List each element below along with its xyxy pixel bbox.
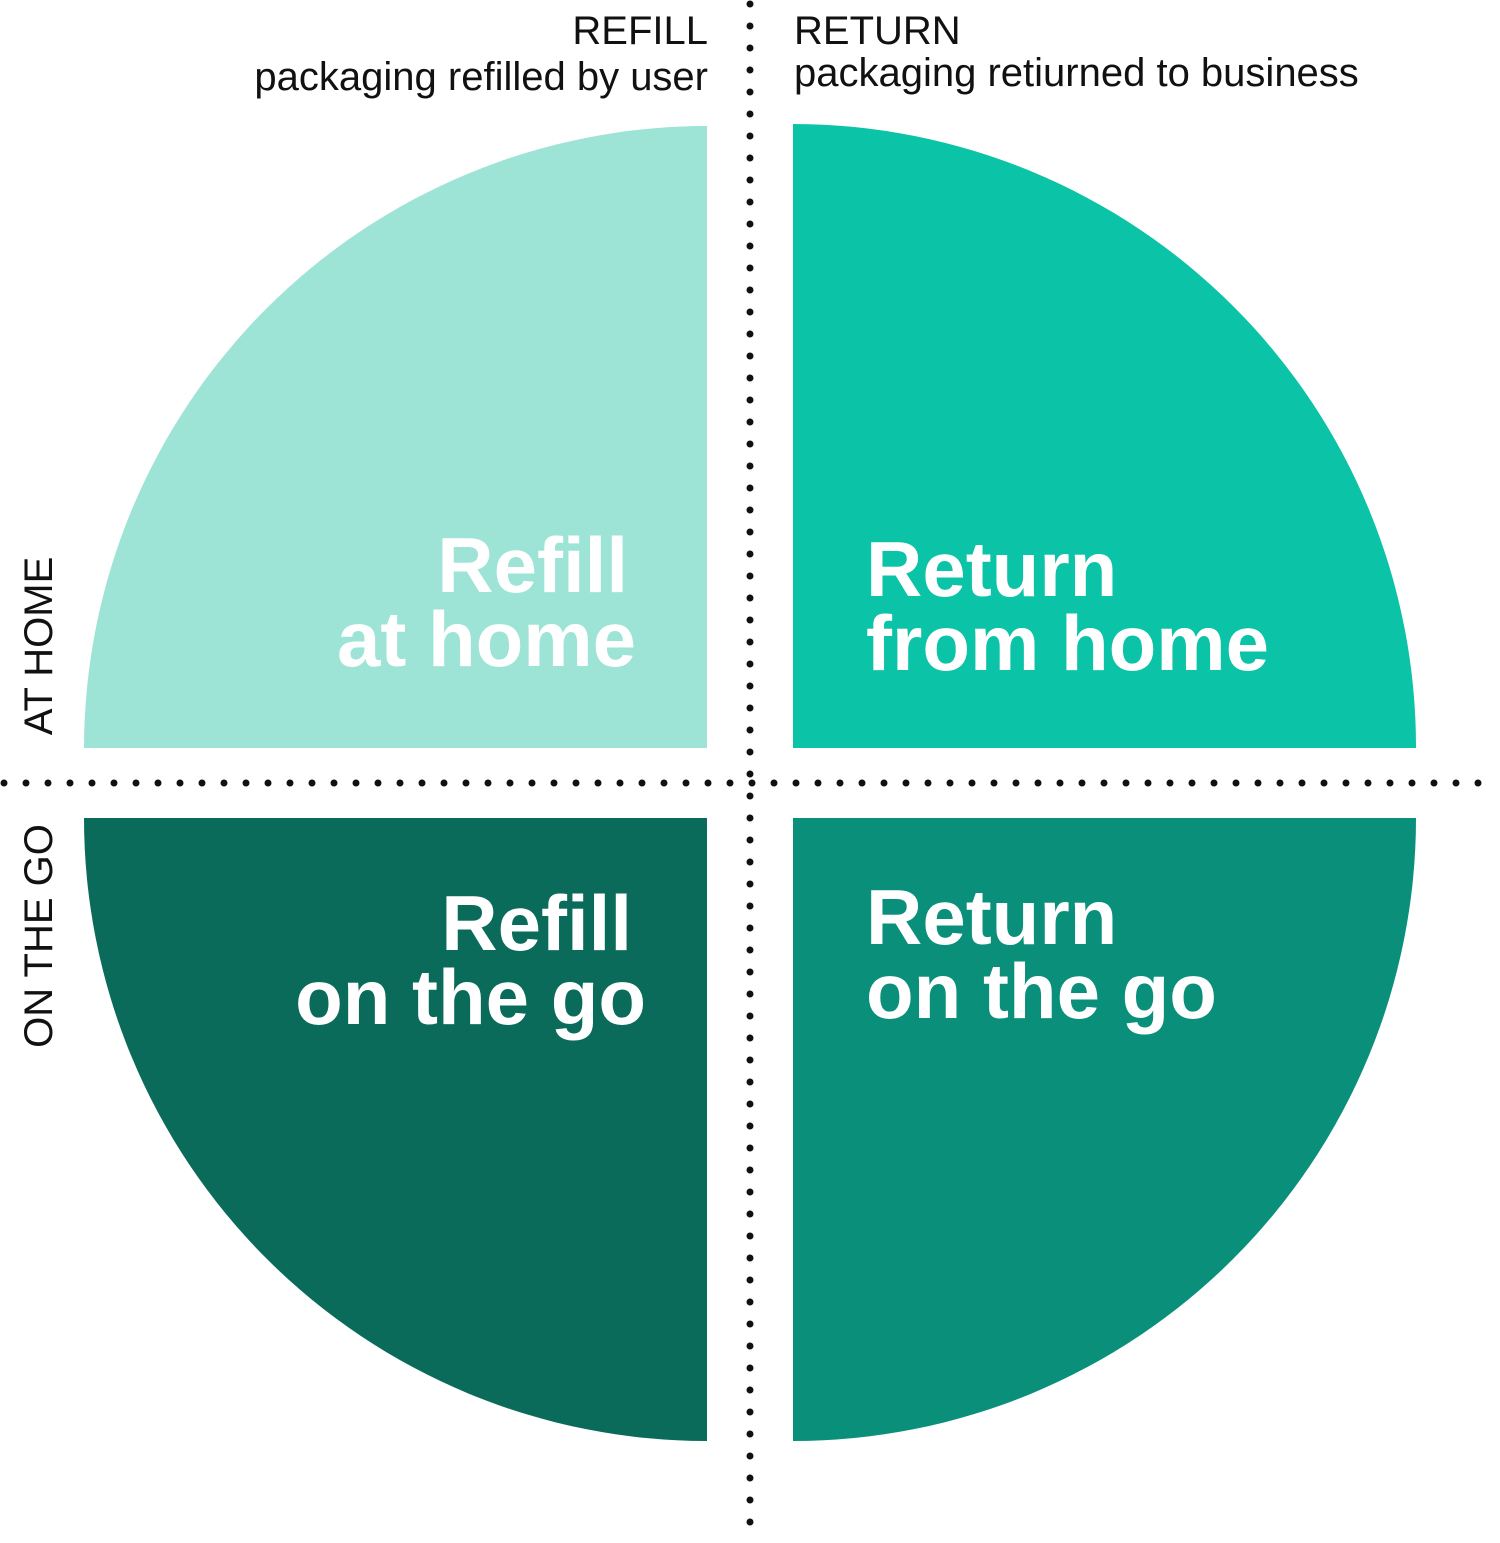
return-on-the-go-line2: on the go	[866, 947, 1217, 1035]
at-home-row-label: AT HOME	[17, 557, 61, 736]
refill-column-subtitle: packaging refilled by user	[254, 55, 708, 99]
quadrant-return-from-home	[793, 124, 1417, 748]
refill-on-the-go-line1: Refill	[441, 879, 632, 967]
on-the-go-row-label: ON THE GO	[17, 824, 61, 1048]
refill-column-title: REFILL	[572, 9, 708, 53]
quadrant-refill-on-the-go	[84, 818, 707, 1441]
refill-on-the-go-line2: on the go	[295, 953, 646, 1041]
return-on-the-go-line1: Return	[866, 873, 1117, 961]
return-column-title: RETURN	[794, 9, 961, 53]
quadrant-refill-at-home	[84, 126, 707, 748]
return-from-home-line1: Return	[866, 525, 1117, 613]
refill-at-home-line1: Refill	[437, 521, 628, 609]
quadrant-return-on-the-go	[793, 818, 1416, 1441]
refill-at-home-line2: at home	[337, 595, 636, 683]
return-column-subtitle: packaging retiurned to business	[794, 51, 1359, 95]
return-from-home-line2: from home	[866, 599, 1269, 687]
